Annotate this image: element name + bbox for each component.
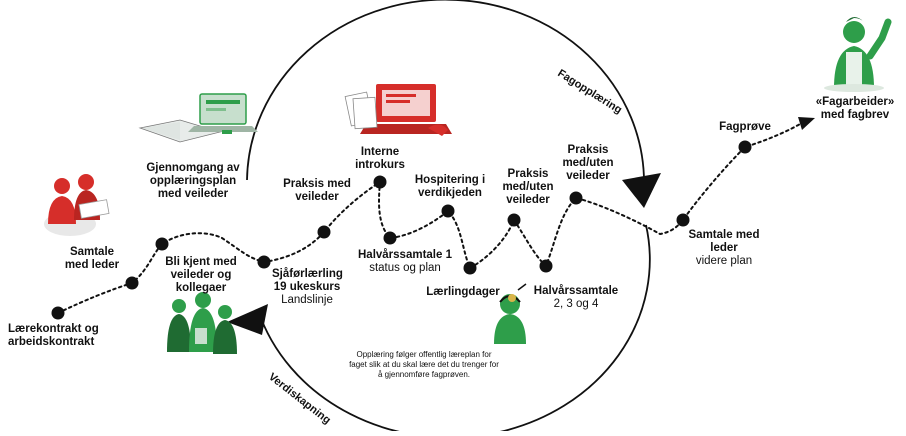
dot-praksis-med-uten-2: [569, 191, 583, 205]
step-praksis-med-uten-2: Praksis med/uten veileder: [556, 144, 620, 183]
cycle-arrow-right: [622, 173, 661, 208]
step-samtale-leder: Samtale med leder: [62, 246, 122, 272]
step-title: «Fagarbeider» med fagbrev: [815, 96, 895, 121]
step-title: Praksis med veileder: [283, 178, 351, 203]
dot-praksis-med-uten-1: [507, 213, 521, 227]
dot-halvarssamtale-1: [383, 231, 397, 245]
meeting-people-icon: [44, 174, 110, 236]
step-halvarssamtale-2-4: Halvårssamtale 2, 3 og 4: [526, 285, 626, 311]
dot-samtale-leder: [125, 276, 139, 290]
dot-introkurs: [373, 175, 387, 189]
step-introkurs: Interne introkurs: [352, 146, 408, 172]
step-title: Bli kjent med veileder og kollegaer: [165, 256, 237, 294]
journey-arrow-head: [798, 117, 815, 130]
laptop-documents-icon: [344, 84, 452, 136]
step-title: Interne introkurs: [355, 146, 405, 171]
dot-laerekontrakt: [51, 306, 65, 320]
dot-fagprove: [738, 140, 752, 154]
step-title: Halvårssamtale: [533, 285, 619, 297]
dot-halvarssamtale-2-4: [539, 259, 553, 273]
dot-bli-kjent: [155, 237, 169, 251]
step-gjennomgang: Gjennomgang av opplæringsplan med veiled…: [138, 162, 248, 201]
journey-path: [57, 123, 801, 314]
step-title: Samtale med leder: [688, 229, 760, 254]
step-subtitle: videre plan: [695, 255, 753, 267]
curriculum-note: Opplæring følger offentlig læreplan for …: [349, 350, 499, 379]
step-title: Hospitering i verdikjeden: [414, 174, 486, 199]
book-laptop-icon: [138, 93, 258, 143]
step-title: Praksis med/uten veileder: [502, 168, 554, 206]
step-fagarbeider: «Fagarbeider» med fagbrev: [808, 96, 902, 122]
step-subtitle: 2, 3 og 4: [553, 298, 599, 310]
arc-label-bottom: Verdiskapning: [266, 371, 333, 427]
step-praksis-veileder: Praksis med veileder: [279, 178, 355, 204]
dot-praksis-veileder: [317, 225, 331, 239]
step-subtitle: status og plan: [369, 262, 441, 274]
team-group-icon: [167, 292, 237, 354]
dot-samtale-videre: [676, 213, 690, 227]
step-title: Fagprøve: [719, 121, 771, 133]
step-hospitering: Hospitering i verdikjeden: [412, 174, 488, 200]
journey-dots: [51, 140, 752, 320]
step-halvarssamtale-1: Halvårssamtale 1 status og plan: [350, 249, 460, 275]
step-title: Sjåførlærling 19 ukeskurs: [272, 268, 343, 293]
dot-hospitering: [441, 204, 455, 218]
step-laerlingdager: Lærlingdager: [418, 286, 508, 299]
waving-worker-icon: [824, 17, 892, 92]
step-title: Praksis med/uten veileder: [562, 144, 614, 182]
step-fagprove: Fagprøve: [710, 121, 780, 134]
step-title: Gjennomgang av opplæringsplan med veiled…: [146, 162, 240, 200]
step-praksis-med-uten-1: Praksis med/uten veileder: [496, 168, 560, 207]
step-title: Lærekontrakt og arbeidskontrakt: [8, 323, 99, 348]
headset-worker-icon: [494, 283, 527, 344]
arc-label-top: Fagopplæring: [555, 67, 624, 116]
dot-sjaforlaerling: [257, 255, 271, 269]
cycle-top-arc: [246, 0, 645, 186]
cycle-arrow-left: [227, 304, 268, 335]
step-bli-kjent: Bli kjent med veileder og kollegaer: [162, 256, 240, 295]
step-subtitle: Landslinje: [281, 294, 333, 306]
step-samtale-videre: Samtale med leder videre plan: [684, 229, 764, 268]
dot-laerlingdager: [463, 261, 477, 275]
step-sjaforlaerling: Sjåførlærling 19 ukeskurs Landslinje: [272, 268, 343, 307]
step-title: Samtale med leder: [64, 246, 120, 271]
step-title: Halvårssamtale 1: [358, 249, 452, 261]
step-laerekontrakt: Lærekontrakt og arbeidskontrakt: [8, 323, 118, 349]
step-title: Lærlingdager: [426, 286, 500, 298]
